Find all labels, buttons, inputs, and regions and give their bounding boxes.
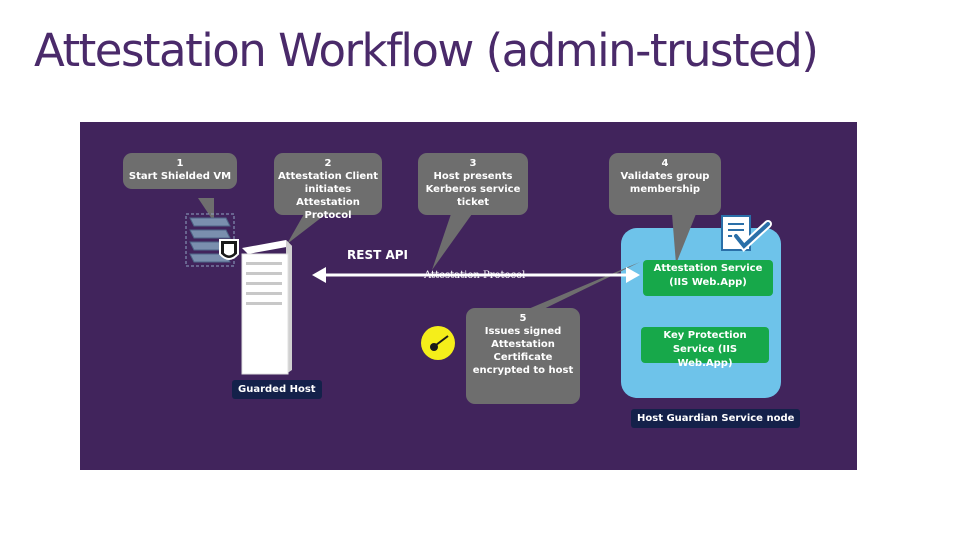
callout-3-number: 3 — [469, 158, 477, 169]
rest-api-label: REST API — [347, 248, 408, 262]
callout-4-text: Validates group membership — [620, 171, 710, 195]
workflow-diagram: 1 Start Shielded VM 2 Attestation Client… — [80, 122, 857, 470]
callout-step-5: 5 Issues signed Attestation Certificate … — [466, 308, 580, 404]
attestation-service-box: Attestation Service (IIS Web.App) — [643, 260, 773, 296]
callout-1-number: 1 — [176, 158, 184, 169]
callout-1-pointer — [198, 198, 214, 222]
callout-5-number: 5 — [519, 313, 527, 324]
callout-2-text: Attestation Client initiates Attestation… — [277, 171, 379, 221]
page-title: Attestation Workflow (admin-trusted) — [34, 24, 819, 77]
callout-3-text: Host presents Kerberos service ticket — [425, 171, 521, 208]
vm-stack-icon — [185, 213, 235, 267]
callout-4-number: 4 — [661, 158, 669, 169]
callout-2-pointer — [287, 214, 326, 244]
callout-step-2: 2 Attestation Client initiates Attestati… — [274, 153, 382, 221]
protocol-arrow — [312, 267, 640, 283]
callout-4-pointer — [672, 214, 696, 264]
callout-3-pointer — [432, 214, 472, 270]
hgs-node-label: Host Guardian Service node — [631, 409, 801, 428]
callout-5-text: Issues signed Attestation Certificate en… — [472, 326, 574, 376]
callout-2-number: 2 — [324, 158, 332, 169]
shield-icon — [219, 239, 239, 260]
key-protection-service-box: Key Protection Service (IIS Web.App) — [641, 327, 769, 369]
guarded-host-label: Guarded Host — [232, 380, 322, 399]
callout-step-1: 1 Start Shielded VM — [123, 153, 237, 189]
server-icon — [241, 240, 292, 375]
certificate-icon — [721, 215, 772, 252]
hgs-node-box — [621, 228, 781, 398]
key-icon — [421, 326, 455, 360]
callout-step-3: 3 Host presents Kerberos service ticket — [418, 153, 528, 215]
callout-step-4: 4 Validates group membership — [609, 153, 721, 215]
attestation-protocol-label: Attestation Protocol — [424, 270, 526, 281]
callout-1-text: Start Shielded VM — [128, 171, 232, 182]
